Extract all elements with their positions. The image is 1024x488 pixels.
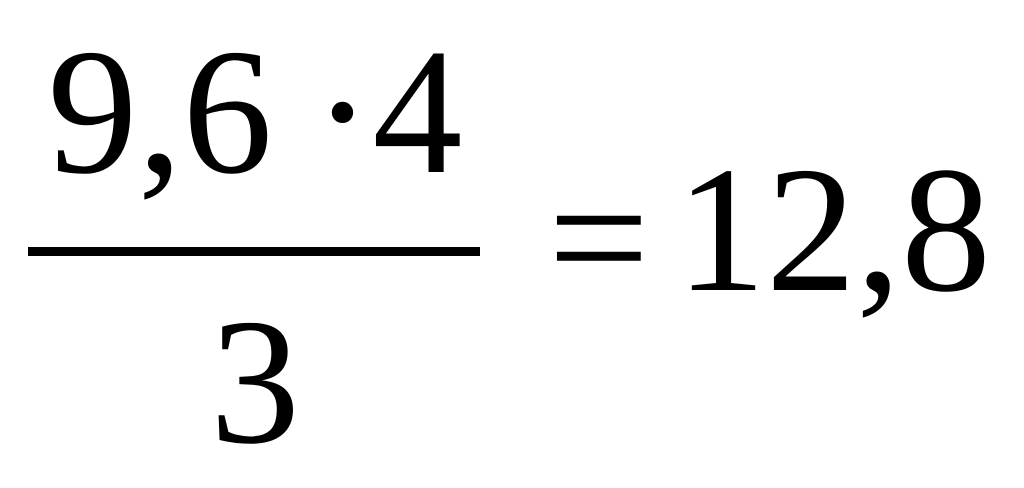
fraction-numerator: 9,6·4	[28, 22, 482, 202]
numerator-left-term: 9,6	[47, 12, 273, 211]
fraction-denominator: 3	[210, 282, 300, 481]
fraction-bar	[28, 247, 480, 256]
result-value: 12,8	[676, 130, 991, 329]
equals-sign: =	[548, 138, 650, 337]
numerator-right-term: ·4	[312, 12, 463, 211]
